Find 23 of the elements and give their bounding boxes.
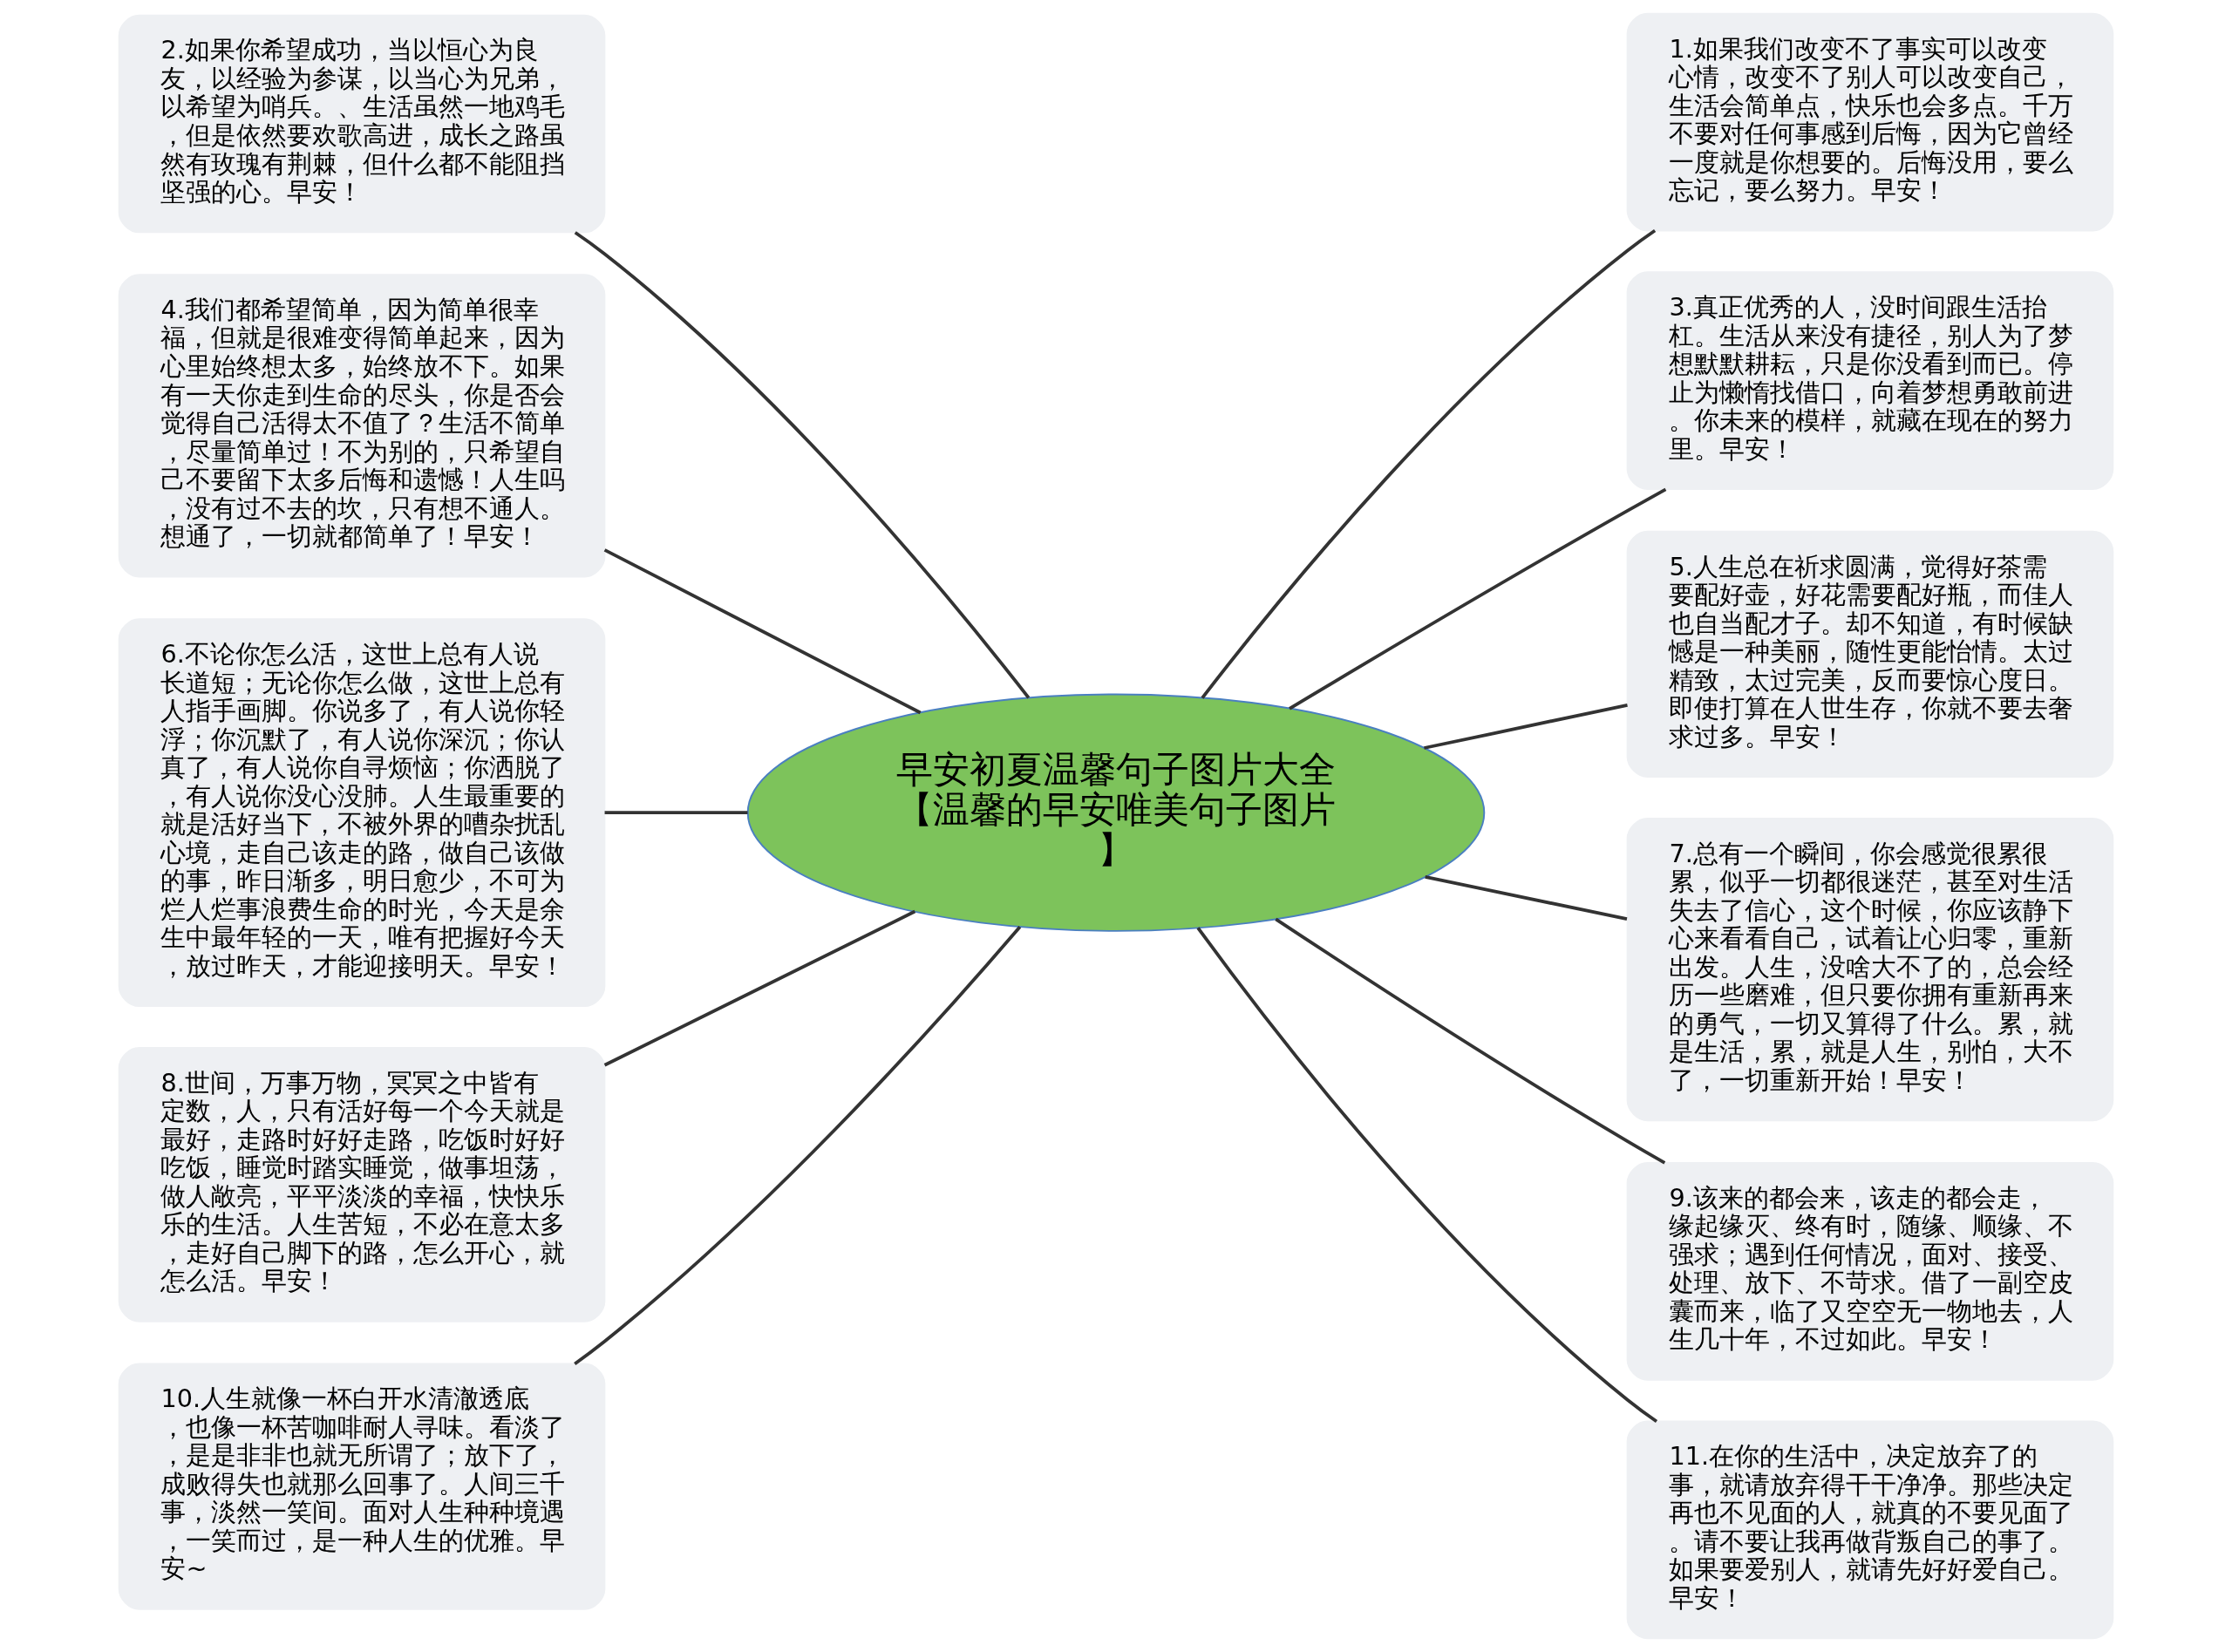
- connector: [603, 909, 916, 1067]
- node-box: 11.在你的生活中，决定放弃了的事，就请放弃得干干净净。那些决定再也不见面的人，就真的不要见面了。请不要让我再做背叛自己的事了。如果要爱别人，就请先好好爱自己。早安！: [1626, 1420, 2114, 1640]
- node-box: 9.该来的都会来，该走的都会走，缘起缘灭、终有时，随缘、顺缘、不强求；遇到任何情况，面对、接受、处理、放下、不苛求。借了一副空皮囊而来，临了又空空无一物地去，人生几十年，不过如此。早安！: [1626, 1162, 2114, 1381]
- node-box: 8.世间，万事万物，冥冥之中皆有定数，人，只有活好每一个今天就是最好，走路时好好走路，吃饭时好好吃饭，睡觉时踏实睡觉，做事坦荡，做人敞亮，平平淡淡的幸福，快快乐乐的生活。人生苦短，不必在意太多，走好自己脚下的路，怎么开心，就怎么活。早安！: [118, 1047, 606, 1322]
- connector: [1275, 917, 1666, 1165]
- connector: [1425, 874, 1628, 921]
- node-box: 5.人生总在祈求圆满，觉得好茶需要配好壶，好花需要配好瓶，而佳人也自当配才子。却不知道，有时候缺憾是一种美丽，随性更能怡情。太过精致，太过完美，反而要惊心度日。即使打算在人世生存，你就不要去奢求过多。早安！: [1626, 530, 2114, 778]
- connector: [604, 811, 748, 815]
- connector: [1196, 927, 1658, 1423]
- connector: [1289, 487, 1667, 710]
- node-box: 1.如果我们改变不了事实可以改变心情，改变不了别人可以改变自己，生活会简单点，快乐也会多点。千万不要对任何事感到后悔，因为它曾经一度就是你想要的。后悔没用，要么忘记，要么努力。早安！: [1626, 12, 2114, 232]
- node-box: 3.真正优秀的人，没时间跟生活抬杠。生活从来没有捷径，别人为了梦想默默耕耘，只是你没看到而已。停止为懒惰找借口，向着梦想勇敢前进。你未来的模样，就藏在现在的努力里。早安！: [1626, 271, 2114, 490]
- connector: [1201, 228, 1657, 699]
- node-box: 2.如果你希望成功，当以恒心为良友，以经验为参谋，以当心为兄弟，以希望为哨兵。、生活虽然一地鸡毛，但是依然要欢歌高进，成长之路虽然有玫瑰有荆棘，但什么都不能阻挡坚强的心。早安！: [118, 14, 606, 234]
- connector: [1424, 703, 1628, 750]
- node-ellipse: 早安初夏温馨句子图片大全【温馨的早安唯美句子图片】: [746, 693, 1486, 932]
- node-box: 4.我们都希望简单，因为简单很幸福，但就是很难变得简单起来，因为心里始终想太多，始终放不下。如果有一天你走到生命的尽头，你是否会觉得自己活得太不值了？生活不简单，尽量简单过！不为别的，只希望自己不要留下太多后悔和遗憾！人生吗，没有过不去的坎，只有想不通人。想通了，一切就都简单了！早安！: [118, 274, 606, 578]
- connector: [574, 925, 1022, 1365]
- connector: [603, 548, 922, 715]
- node-box: 6.不论你怎么活，这世上总有人说长道短；无论你怎么做，这世上总有人指手画脚。你说多了，有人说你轻浮；你沉默了，有人说你深沉；你认真了，有人说你自寻烦恼；你洒脱了，有人说你没心没肺。人生最重要的就是活好当下，不被外界的嘈杂扰乱心境，走自己该走的路，做自己该做的事，昨日渐多，明日愈少，不可为烂人烂事浪费生命的时光，今天是余生中最年轻的一天，唯有把握好今天，放过昨天，才能迎接明天。早安！: [118, 618, 606, 1008]
- node-box: 10.人生就像一杯白开水清澈透底，也像一杯苦咖啡耐人寻味。看淡了，是是非非也就无所谓了；放下了，成败得失也就那么回事了。人间三千事，淡然一笑间。面对人生种种境遇，一笑而过，是一种人生的优雅。早安~: [118, 1363, 606, 1610]
- node-box: 7.总有一个瞬间，你会感觉很累很累，似乎一切都很迷茫，甚至对生活失去了信心，这个时候，你应该静下心来看看自己，试着让心归零，重新出发。人生，没啥大不了的，总会经历一些磨难，但只要你拥有重新再来的勇气，一切又算得了什么。累，就是生活，累，就是人生，别怕，大不了，一切重新开始！早安！: [1626, 817, 2114, 1122]
- connector: [574, 231, 1031, 699]
